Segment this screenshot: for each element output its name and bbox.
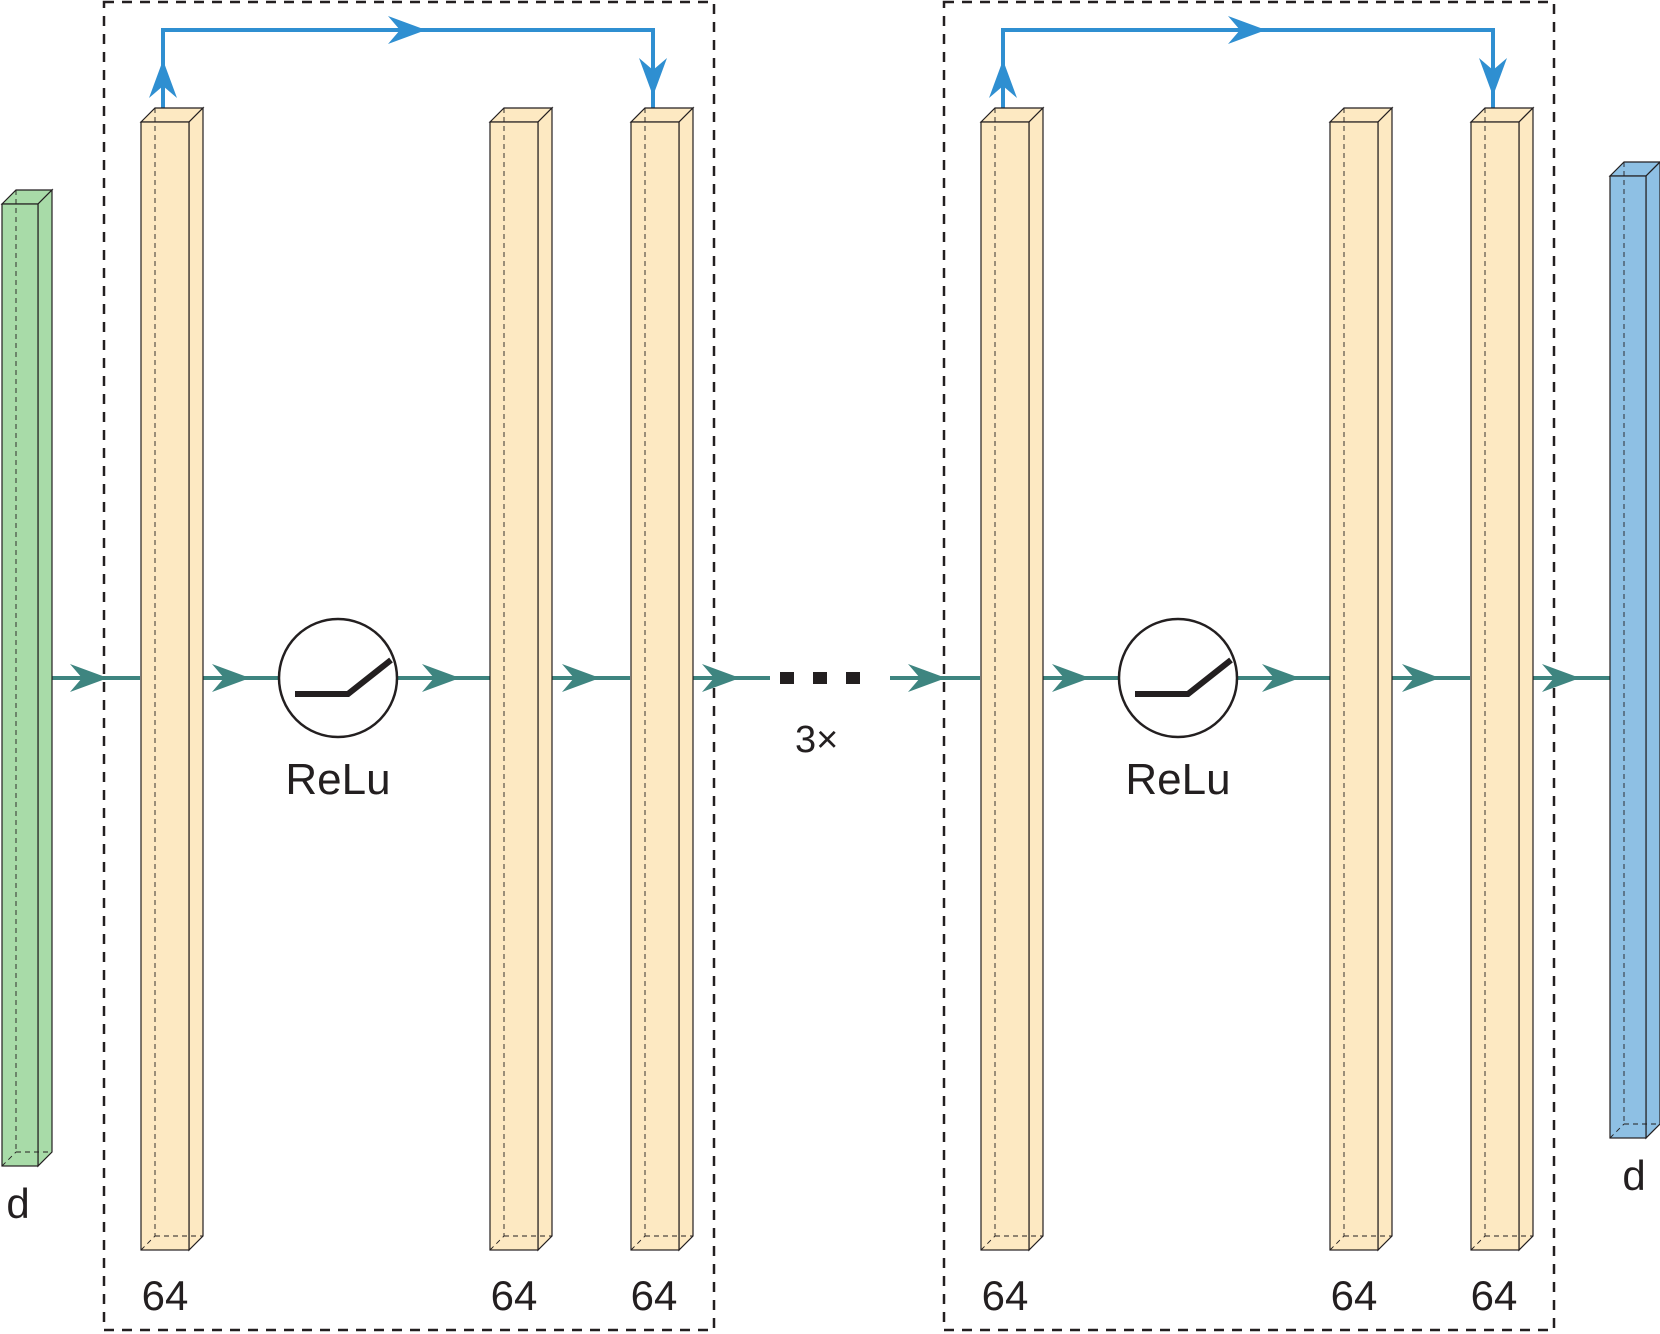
flow-arrowhead	[70, 664, 108, 692]
hidden-layer-prism	[629, 106, 695, 1252]
ellipsis	[780, 672, 860, 684]
flow-arrowhead	[1052, 664, 1090, 692]
input-layer-prism	[0, 188, 54, 1168]
relu-circle	[1117, 617, 1239, 739]
layer-dim-label: 64	[491, 1272, 538, 1319]
hidden-layer-prism	[139, 106, 205, 1252]
skip-arrowheads-2	[989, 16, 1507, 98]
layer-dim-label: 64	[1331, 1272, 1378, 1319]
skip-arrowhead-up	[989, 60, 1017, 98]
layer-prisms	[0, 106, 1660, 1252]
ellipsis-dot	[846, 672, 860, 684]
ellipsis-dot	[813, 672, 827, 684]
layer-dim-label: 64	[631, 1272, 678, 1319]
skip-connection-2	[1001, 28, 1495, 114]
residual-block-frame-1	[102, 0, 716, 1332]
ellipsis-dot	[780, 672, 794, 684]
relu-icon	[1135, 657, 1233, 697]
flow-arrowhead	[1402, 664, 1440, 692]
input-dim-label: d	[6, 1180, 29, 1227]
hidden-layer-prism	[488, 106, 554, 1252]
layer-dim-label: 64	[142, 1272, 189, 1319]
output-dim-label: d	[1622, 1152, 1645, 1199]
skip-arrowhead-up	[149, 60, 177, 98]
flow-arrowhead	[562, 664, 600, 692]
flow-arrowhead	[422, 664, 460, 692]
relu-unit-1: ReLu	[277, 617, 399, 804]
repeat-label: 3×	[795, 719, 838, 761]
flow-arrowhead	[908, 664, 946, 692]
flow-arrowhead	[1262, 664, 1300, 692]
skip-arrowhead-down	[639, 58, 667, 96]
flow-arrowhead	[212, 664, 250, 692]
skip-arrowhead-right	[1228, 16, 1266, 44]
relu-unit-2: ReLu	[1117, 617, 1239, 804]
layer-dim-label: 64	[982, 1272, 1029, 1319]
hidden-layer-prism	[1469, 106, 1535, 1252]
output-layer-prism	[1608, 161, 1660, 1140]
flow-arrowhead	[702, 664, 740, 692]
skip-arrowhead-down	[1479, 58, 1507, 96]
skip-connection-1	[161, 28, 655, 114]
relu-label: ReLu	[1125, 755, 1230, 804]
residual-block-frame-2	[942, 0, 1556, 1332]
hidden-layer-prism	[1328, 106, 1394, 1252]
skip-arrowheads-1	[149, 16, 667, 98]
hidden-layer-prism	[979, 106, 1045, 1252]
relu-icon	[295, 657, 393, 697]
flow-arrowhead	[1542, 664, 1580, 692]
flow-arrowheads	[70, 664, 1580, 692]
layer-dim-label: 64	[1471, 1272, 1518, 1319]
skip-arrowhead-right	[388, 16, 426, 44]
relu-circle	[277, 617, 399, 739]
relu-label: ReLu	[285, 755, 390, 804]
